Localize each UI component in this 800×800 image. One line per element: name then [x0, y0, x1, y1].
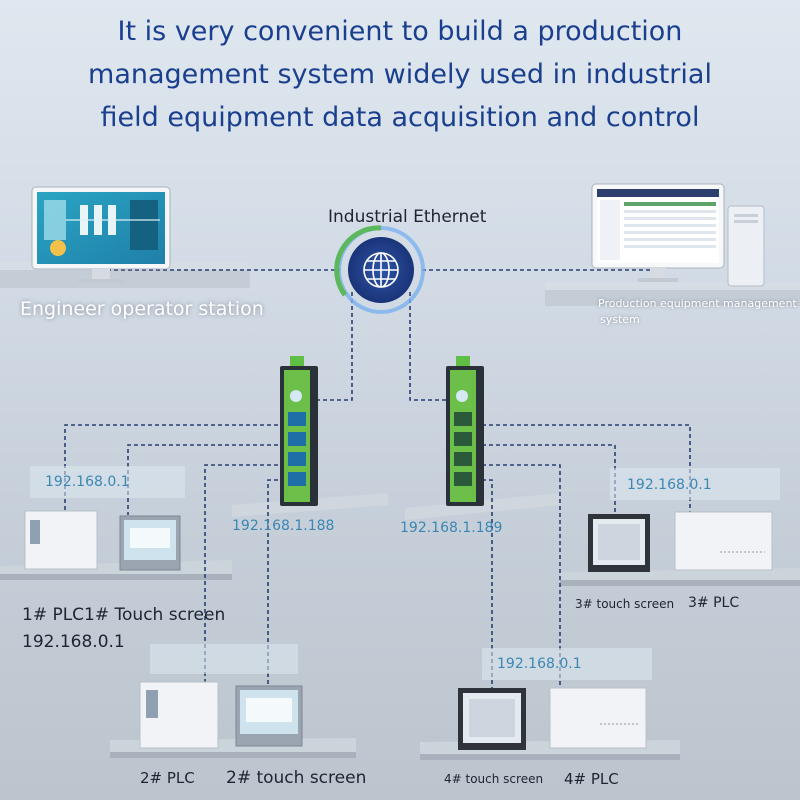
group4-devices [458, 687, 647, 750]
production-monitor [591, 183, 765, 287]
shelf-right-switch [405, 493, 560, 520]
production-system-label-line1: Production equipment management [598, 297, 797, 310]
headline-line2: management system widely used in industr… [88, 59, 712, 90]
g4-plc-label: 4# PLC [564, 770, 619, 788]
network-label: Industrial Ethernet [328, 207, 487, 227]
group1-devices [24, 510, 181, 571]
link-right-g3-touch [475, 444, 616, 515]
g3-plc-label: 3# PLC [688, 595, 740, 611]
shelf-production [545, 288, 800, 306]
production-system-label-line2: system [600, 313, 640, 326]
g4-plc [549, 687, 647, 749]
link-right-g4-touch [475, 479, 493, 690]
group3-devices [588, 511, 773, 572]
link-network-right-switch [409, 292, 450, 401]
g3-plc [674, 511, 773, 571]
g2-touch-label: 2# touch screen [226, 768, 367, 788]
headline-line1: It is very convenient to build a product… [117, 16, 683, 47]
g2-ip-box [150, 644, 298, 674]
left-switch [280, 356, 318, 506]
g4-ip-box [482, 648, 652, 680]
g1-ip-label: 192.168.0.1 [22, 632, 125, 652]
g1-label: 1# PLC1# Touch screen [22, 605, 226, 625]
right-switch [446, 356, 484, 506]
g3-ip: 192.168.0.1 [627, 477, 712, 493]
g1-ip-box [30, 466, 185, 498]
headline-line3: field equipment data acquisition and con… [100, 102, 700, 133]
globe-icon [363, 252, 399, 288]
group2-devices [139, 681, 303, 749]
right-switch-ip: 192.168.1.189 [400, 520, 503, 536]
pc-tower [727, 205, 765, 287]
link-right-g4-plc [475, 464, 561, 690]
g3-touch-label: 3# touch screen [575, 597, 675, 611]
network-hub [334, 225, 425, 314]
g4-touch-label: 4# touch screen [444, 772, 544, 786]
left-switch-ip: 192.168.1.188 [232, 518, 335, 534]
g4-ip: 192.168.0.1 [497, 656, 582, 672]
g2-plc-label: 2# PLC [140, 769, 195, 787]
link-left-g2-plc [204, 464, 285, 690]
g3-ip-box [610, 468, 780, 500]
engineer-monitor [31, 186, 171, 283]
shelf-engineer [0, 268, 250, 288]
shelves [0, 262, 800, 760]
headline: It is very convenient to build a product… [0, 10, 800, 139]
engineer-station-label: Engineer operator station [20, 298, 264, 320]
link-left-g2-touch [267, 479, 285, 690]
g1-ip: 192.168.0.1 [45, 474, 130, 490]
